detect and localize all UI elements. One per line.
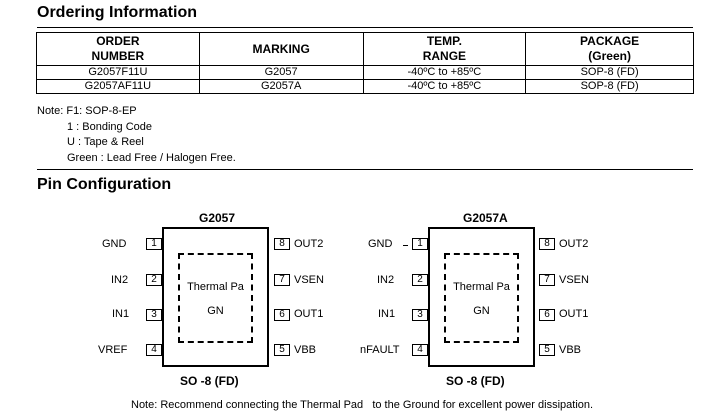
pin-name: OUT2 [294, 238, 324, 250]
pin-number: 2 [412, 274, 428, 286]
pin-config-footnote: Note: Recommend connecting the Thermal P… [131, 399, 594, 411]
thermal-pad-label: Thermal Pa [187, 281, 244, 293]
col-order-number: ORDER NUMBER [36, 32, 200, 66]
thermal-pad [444, 253, 519, 343]
pin-name: GND [102, 238, 127, 250]
pin-name: OUT2 [559, 238, 589, 250]
pin-number: 1 [412, 238, 428, 250]
pin-name: OUT1 [294, 308, 324, 320]
chip-title-g2057: G2057 [199, 211, 236, 225]
pin-number: 4 [146, 344, 162, 356]
pin-number: 2 [146, 274, 162, 286]
cell-temp-range: -40ºC to +85ºC [362, 79, 527, 94]
ordering-note-heading: Note: F1: SOP-8-EP [37, 105, 137, 117]
pin-number: 8 [539, 238, 555, 250]
ordering-rule [37, 27, 693, 28]
cell-package: SOP-8 (FD) [525, 65, 694, 80]
pin-name: IN1 [378, 308, 396, 320]
thermal-pad-gnd-label: GN [207, 305, 224, 317]
chip-title-g2057a: G2057A [463, 211, 508, 225]
pin-number: 5 [539, 344, 555, 356]
chip-body-g2057: Thermal Pa GN [162, 227, 269, 367]
pin-name: GND [368, 238, 393, 250]
cell-order-number: G2057AF11U [36, 79, 200, 94]
pin-name: VREF [98, 344, 128, 356]
cell-package: SOP-8 (FD) [525, 79, 694, 94]
thermal-pad [178, 253, 253, 343]
ordering-title: Ordering Information [37, 4, 197, 21]
pin-config-rule [37, 169, 693, 170]
col-package: PACKAGE (Green) [525, 32, 694, 66]
pin-config-title: Pin Configuration [37, 176, 172, 193]
table-row: G2057AF11U G2057A -40ºC to +85ºC SOP-8 (… [36, 79, 694, 94]
pin-lead [403, 245, 408, 246]
cell-order-number: G2057F11U [36, 65, 200, 80]
ordering-note-green: Green : Lead Free / Halogen Free. [67, 152, 236, 164]
pin-name: IN2 [111, 274, 129, 286]
pin-name: nFAULT [360, 344, 400, 356]
cell-marking: G2057A [198, 79, 364, 94]
pin-name: VSEN [294, 274, 324, 286]
pin-number: 6 [274, 309, 290, 321]
chip-body-g2057a: Thermal Pa GN [428, 227, 535, 367]
cell-temp-range: -40ºC to +85ºC [362, 65, 527, 80]
pin-number: 6 [539, 309, 555, 321]
pin-number: 7 [539, 274, 555, 286]
thermal-pad-gnd-label: GN [473, 305, 490, 317]
pin-number: 8 [274, 238, 290, 250]
col-temp-range: TEMP. RANGE [362, 32, 527, 66]
pin-number: 7 [274, 274, 290, 286]
pin-name: OUT1 [559, 308, 589, 320]
pin-name: VSEN [559, 274, 589, 286]
ordering-note-bonding: 1 : Bonding Code [67, 121, 153, 133]
pin-number: 1 [146, 238, 162, 250]
pin-number: 3 [146, 309, 162, 321]
pin-name: IN1 [112, 308, 130, 320]
cell-marking: G2057 [198, 65, 364, 80]
pin-number: 4 [412, 344, 428, 356]
thermal-pad-label: Thermal Pa [453, 281, 510, 293]
pin-number: 5 [274, 344, 290, 356]
ordering-table: ORDER NUMBER MARKING TEMP. RANGE PACKAGE… [36, 32, 694, 94]
ordering-note-tape: U : Tape & Reel [67, 136, 144, 148]
table-row: G2057F11U G2057 -40ºC to +85ºC SOP-8 (FD… [36, 65, 694, 80]
package-label-g2057a: SO -8 (FD) [446, 374, 505, 388]
pin-name: VBB [294, 344, 317, 356]
pin-name: VBB [559, 344, 582, 356]
pin-name: IN2 [377, 274, 395, 286]
col-marking: MARKING [198, 32, 364, 66]
pin-number: 3 [412, 309, 428, 321]
package-label-g2057: SO -8 (FD) [180, 374, 239, 388]
